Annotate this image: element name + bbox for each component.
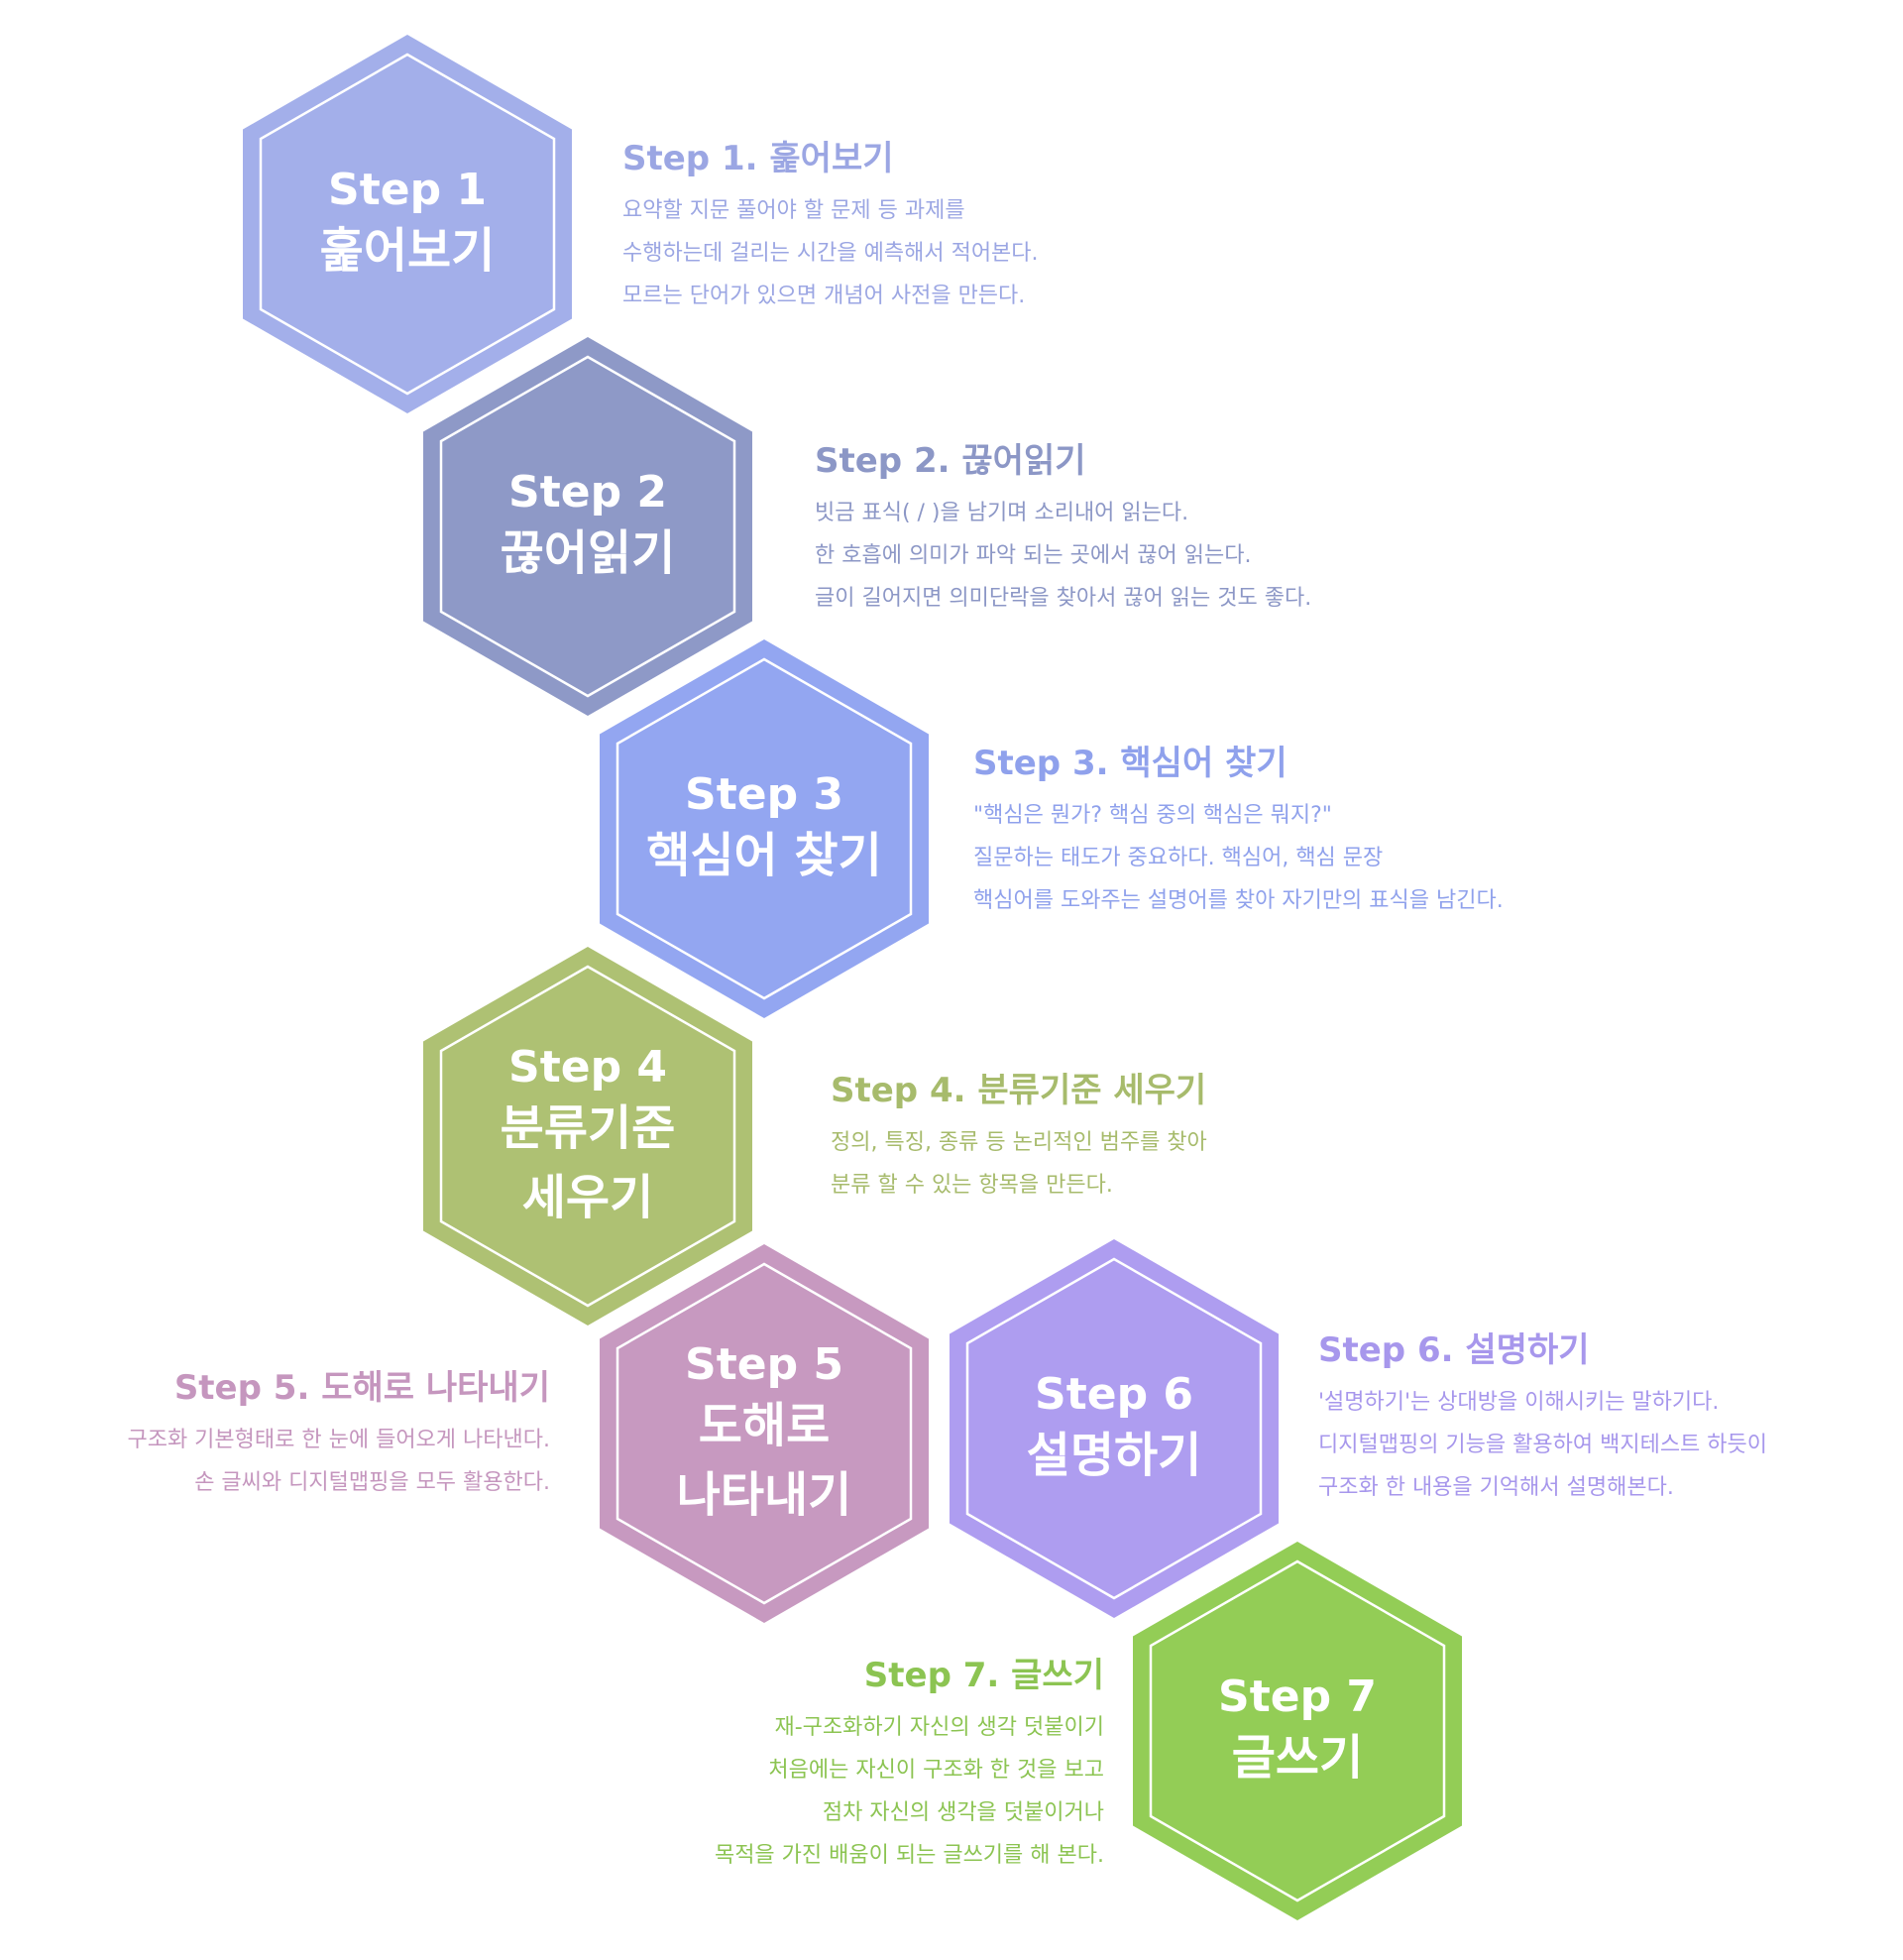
step-description-line: '설명하기'는 상대방을 이해시키는 말하기다. bbox=[1318, 1389, 1720, 1415]
hexagon-step-name: 도해로 bbox=[698, 1397, 831, 1453]
hexagon-label-step-5: Step 5 도해로 나타내기 bbox=[600, 1244, 929, 1623]
step-title: Step 7. 글쓰기 bbox=[863, 1656, 1104, 1695]
hexagon-step-4 bbox=[423, 947, 752, 1326]
step-description-line: 분류 할 수 있는 항목을 만든다. bbox=[831, 1172, 1113, 1198]
hexagon-step-name: 분류기준 bbox=[500, 1099, 676, 1156]
step-description-line: 핵심어를 도와주는 설명어를 찾아 자기만의 표식을 남긴다. bbox=[973, 887, 1504, 913]
step-description-line: 모르는 단어가 있으면 개념어 사전을 만든다. bbox=[622, 283, 1026, 308]
hexagon-step-number: Step 6 bbox=[1035, 1368, 1193, 1420]
step-title: Step 3. 핵심어 찾기 bbox=[973, 744, 1287, 783]
hexagon-step-name: 나타내기 bbox=[676, 1466, 852, 1523]
step-description-line: 정의, 특징, 종류 등 논리적인 범주를 찾아 bbox=[831, 1129, 1207, 1155]
step-description-line: 빗금 표식( / )을 남기며 소리내어 읽는다. bbox=[815, 500, 1189, 525]
step-title: Step 5. 도해로 나타내기 bbox=[173, 1368, 550, 1408]
step-description-line: 손 글씨와 디지털맵핑을 모두 활용한다. bbox=[194, 1469, 550, 1495]
step-title: Step 6. 설명하기 bbox=[1318, 1330, 1590, 1370]
step-description-line: 점차 자신의 생각을 덧붙이거나 bbox=[822, 1799, 1104, 1825]
step-2-description: Step 2. 끊어읽기 빗금 표식( / )을 남기며 소리내어 읽는다. 한… bbox=[815, 441, 1311, 620]
hexagon-step-name: 설명하기 bbox=[1026, 1427, 1202, 1483]
hexagon-step-number: Step 4 bbox=[508, 1041, 667, 1093]
hexagon-step-name: 글쓰기 bbox=[1231, 1729, 1364, 1786]
hexagon-step-number: Step 3 bbox=[685, 768, 843, 820]
step-description-line: 요약할 지문 풀어야 할 문제 등 과제를 bbox=[622, 197, 965, 223]
step-description-line: 디지털맵핑의 기능을 활용하여 백지테스트 하듯이 bbox=[1318, 1432, 1768, 1457]
hexagon-label-step-2: Step 2 끊어읽기 bbox=[423, 337, 752, 716]
step-5-description: Step 5. 도해로 나타내기 구조화 기본형태로 한 눈에 들어오게 나타낸… bbox=[127, 1368, 550, 1504]
hexagon-step-number: Step 5 bbox=[685, 1338, 843, 1390]
hexagon-step-name: 세우기 bbox=[521, 1169, 654, 1225]
step-description-line: 글이 길어지면 의미단락을 찾아서 끊어 읽는 것도 좋다. bbox=[815, 585, 1312, 611]
step-description-line: 구조화 한 내용을 기억해서 설명해본다. bbox=[1318, 1474, 1674, 1500]
hexagon-step-1 bbox=[243, 35, 572, 413]
hexagon-step-3 bbox=[600, 639, 929, 1018]
step-description-line: 질문하는 태도가 중요하다. 핵심어, 핵심 문장 bbox=[973, 845, 1384, 870]
hexagon-label-step-6: Step 6 설명하기 bbox=[950, 1239, 1279, 1618]
hexagon-label-step-3: Step 3 핵심어 찾기 bbox=[600, 639, 929, 1018]
hexagon-step-2 bbox=[423, 337, 752, 716]
step-6-description: Step 6. 설명하기 '설명하기'는 상대방을 이해시키는 말하기다. 디지… bbox=[1318, 1330, 1767, 1509]
step-description-line: 재-구조화하기 자신의 생각 덧붙이기 bbox=[774, 1714, 1104, 1740]
step-title: Step 2. 끊어읽기 bbox=[815, 441, 1086, 481]
step-description-line: "핵심은 뭔가? 핵심 중의 핵심은 뭐지?" bbox=[973, 802, 1332, 828]
hexagon-step-number: Step 1 bbox=[328, 164, 487, 215]
step-description-line: 목적을 가진 배움이 되는 글쓰기를 해 본다. bbox=[714, 1842, 1104, 1868]
step-4-description: Step 4. 분류기준 세우기 정의, 특징, 종류 등 논리적인 범주를 찾… bbox=[831, 1071, 1207, 1207]
hexagon-step-number: Step 2 bbox=[508, 466, 667, 518]
step-description-line: 한 호흡에 의미가 파악 되는 곳에서 끊어 읽는다. bbox=[815, 542, 1252, 568]
step-description-line: 수행하는데 걸리는 시간을 예측해서 적어본다. bbox=[622, 240, 1039, 266]
step-3-description: Step 3. 핵심어 찾기 "핵심은 뭔가? 핵심 중의 핵심은 뭐지?" 질… bbox=[973, 744, 1504, 922]
hexagon-step-6 bbox=[950, 1239, 1279, 1618]
hexagon-label-step-1: Step 1 훑어보기 bbox=[243, 35, 572, 413]
step-7-description: Step 7. 글쓰기 재-구조화하기 자신의 생각 덧붙이기 처음에는 자신이… bbox=[715, 1656, 1104, 1877]
step-title: Step 1. 훑어보기 bbox=[622, 139, 894, 178]
step-1-description: Step 1. 훑어보기 요약할 지문 풀어야 할 문제 등 과제를 수행하는데… bbox=[622, 139, 1039, 317]
hexagon-step-5 bbox=[600, 1244, 929, 1623]
hexagon-label-step-4: Step 4 분류기준 세우기 bbox=[423, 947, 752, 1326]
hexagon-step-name: 끊어읽기 bbox=[500, 524, 676, 581]
hexagon-step-name: 핵심어 찾기 bbox=[646, 827, 882, 883]
step-description-line: 처음에는 자신이 구조화 한 것을 보고 bbox=[768, 1757, 1104, 1783]
hexagon-step-name: 훑어보기 bbox=[319, 222, 496, 279]
hexagon-step-number: Step 7 bbox=[1218, 1671, 1377, 1722]
step-title: Step 4. 분류기준 세우기 bbox=[831, 1071, 1207, 1110]
hexagon-step-7 bbox=[1133, 1542, 1462, 1920]
hexagon-label-step-7: Step 7 글쓰기 bbox=[1133, 1542, 1462, 1920]
step-description-line: 구조화 기본형태로 한 눈에 들어오게 나타낸다. bbox=[127, 1427, 550, 1452]
